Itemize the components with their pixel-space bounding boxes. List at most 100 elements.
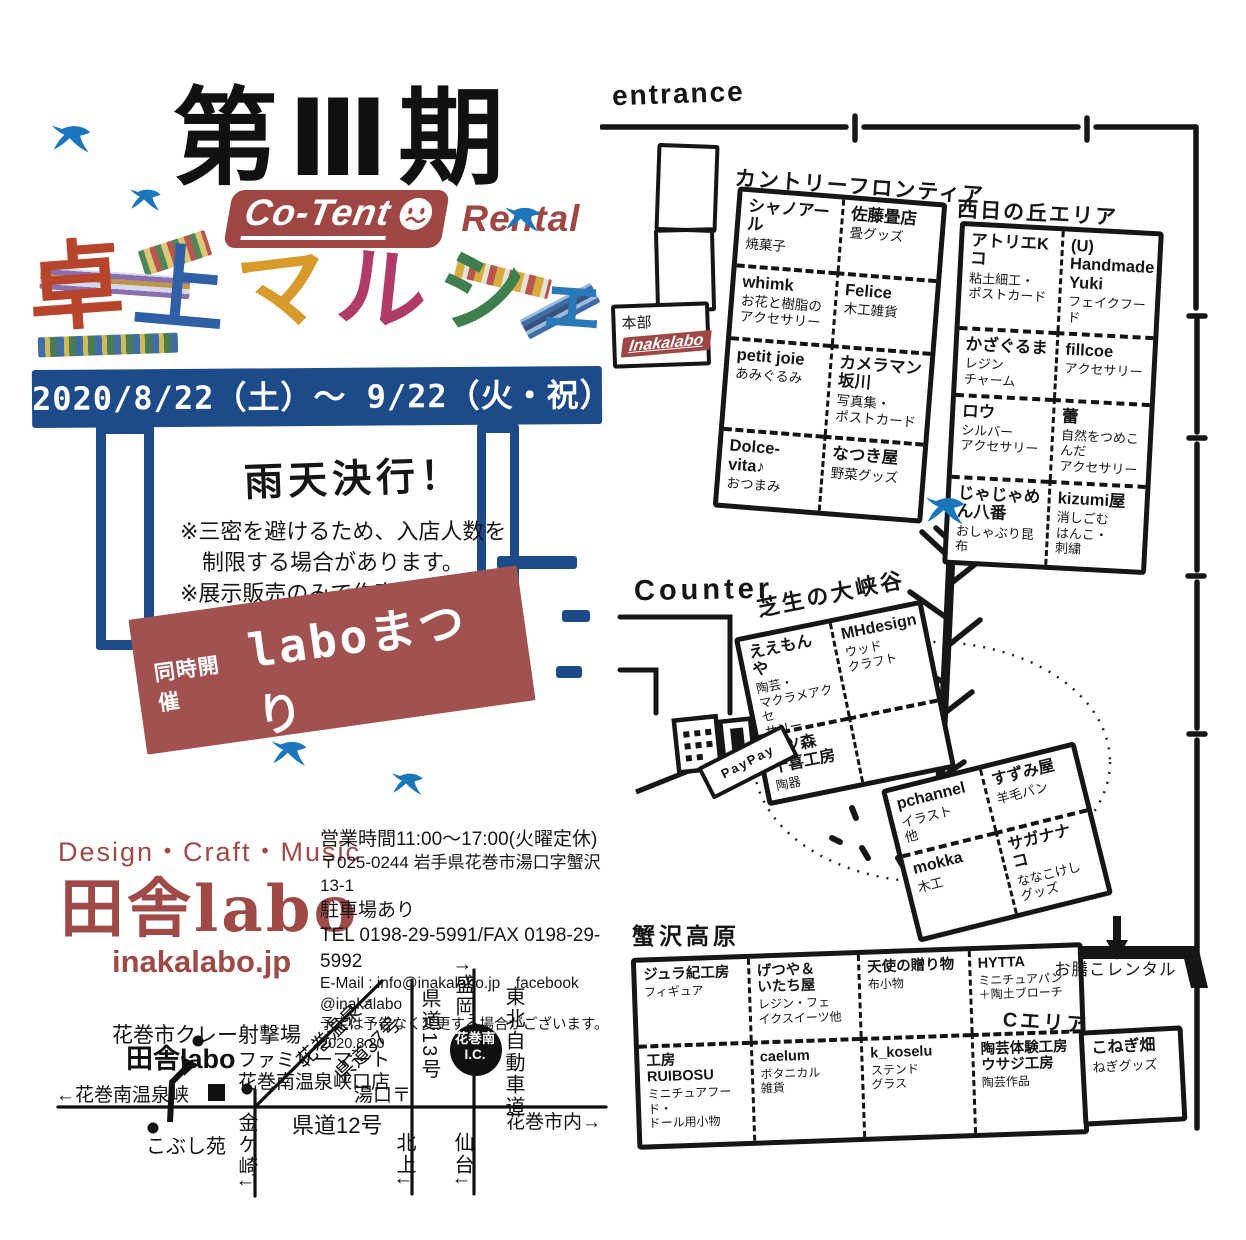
road-label-inaka_map_logo: 田舎labo (126, 1044, 236, 1074)
collage-char: マ (231, 235, 333, 347)
inaka-labo-building (208, 1084, 225, 1101)
booth-rect (654, 142, 720, 234)
vendor-desc: お花と樹脂の アクセサリー (739, 292, 823, 331)
term-title: 第Ⅲ期 (172, 80, 515, 198)
vendor-name: ジュラ紀工房 (643, 964, 730, 984)
road-label-kendo12: 県道12号 (292, 1113, 383, 1138)
vendor-name: k_koselu (869, 1043, 933, 1062)
vendor-desc: 布小物 (867, 976, 905, 992)
vendor-cell: げつや＆ いたち屋レジン・フェ イクスイーツ他 (746, 955, 860, 1041)
vendor-desc: アクセサリー (1064, 360, 1143, 380)
vendor-desc: レジン・フェ イクスイーツ他 (757, 995, 842, 1027)
vendor-cell: かざぐるまレジン チャーム (956, 325, 1057, 398)
vendor-desc: ミニチュアフード・ ドール用小物 (647, 1084, 732, 1131)
vendor-cell: カメラマン坂川写真集・ ポストカード (823, 343, 931, 443)
road-label-kendo13: 県道13号 (418, 988, 440, 1081)
vendor-name: 陶芸体験工房 ウサジ工房 (980, 1038, 1068, 1074)
bird-icon (392, 772, 424, 801)
shop-info: 営業時間11:00～17:00(火曜定休)〒025-0244 岩手県花巻市湯口字… (320, 827, 625, 1055)
collage-char: シ (433, 237, 532, 345)
vendor-cell: kizumi屋消しごむ はんこ・ 刺繍 (1044, 479, 1146, 570)
vendor-name: kizumi屋 (1057, 489, 1127, 511)
vendor-desc: 陶芸作品 (981, 1074, 1031, 1091)
event-date-band: 2020/8/22（土）～ 9/22（火・祝） (31, 366, 613, 428)
co-tent-label: Co-Tent (240, 192, 395, 240)
vendor-desc: レジン チャーム (963, 355, 1016, 389)
ozenko-rental-label: お膳こレンタル (1054, 961, 1177, 979)
vendor-name: カメラマン坂川 (837, 353, 923, 393)
vendor-desc: 写真集・ ポストカード (834, 392, 917, 430)
shop-info-line: E-Mail : info@inakalabo.jp facebook @ina… (320, 975, 579, 1014)
bird-icon (926, 496, 966, 531)
vendor-desc (860, 711, 933, 726)
vendor-name: caelum (759, 1047, 811, 1066)
vendor-desc: 粘土細工・ ポストカード (967, 270, 1047, 305)
vendor-cell: 陶芸体験工房 ウサジ工房陶芸作品 (970, 1029, 1085, 1134)
caution-note-line: ※三密を避けるため、入店人数を (180, 519, 507, 544)
bird-icon (52, 124, 92, 159)
bird-icon (272, 740, 308, 772)
road-label-clay_range: 花巻市クレー射撃場 (112, 1024, 301, 1047)
road-label-famima: ファミリーマート 花巻南温泉峡口店 (238, 1050, 391, 1093)
vendor-name: アトリエKコ (969, 231, 1050, 269)
vendor-desc: 消しごむ はんこ・ 刺繍 (1054, 509, 1110, 557)
ic-circle (450, 1024, 502, 1076)
road-label-tohoku_expwy: 東北自動車道 (502, 986, 524, 1118)
vendor-name: 蕾 (1061, 407, 1080, 426)
co-tent-badge: Co-Tent (222, 190, 451, 248)
area-box-c-area: こねぎ畑ねぎグッズ (1078, 1025, 1188, 1127)
vendor-cell: なつき屋野菜グッズ (817, 435, 924, 519)
website-url: inakalabo.jp (112, 944, 292, 979)
table-mark (562, 610, 590, 622)
vendor-desc: おしゃぶり昆布 (954, 522, 1035, 554)
area-label-c-area: Cエリア (1002, 1008, 1090, 1037)
shop-info-line: 駐車場あり (320, 899, 416, 921)
vendor-cell: Dolce- vita♪おつまみ (718, 427, 824, 511)
vendor-name: ロウ (961, 401, 996, 422)
vendor-name (859, 709, 932, 724)
hq-booth: 本部 Inakalabo (610, 301, 712, 369)
vendor-name: じゃじゃめん八番 (956, 483, 1041, 523)
vendor-cell: 佐藤畳店畳グッズ (836, 199, 942, 279)
famima-dot (241, 1083, 253, 1095)
road-label-kanegasaki: 金ケ崎↓ (235, 1112, 257, 1190)
vendor-cell: ロウシルバー アクセサリー (951, 392, 1054, 480)
collage-char: ェ (535, 259, 611, 343)
vendor-cell: 天使の贈り物布小物 (856, 951, 971, 1037)
co-tent-rental-logo: Co-Tent Rental (222, 190, 580, 248)
table-rail (497, 556, 577, 569)
caution-note-line: 制限する場合があります。 (180, 550, 464, 576)
vendor-desc: ステンド グラス (870, 1062, 920, 1092)
shop-info-line: 営業時間11:00～17:00(火曜定休) (320, 829, 598, 850)
tagline: Design・Craft・Music (58, 837, 362, 867)
counter-label: Counter (633, 572, 774, 608)
road-label-kobushien: こぶし苑 (146, 1136, 226, 1158)
vendor-name: げつや＆ いたち屋 (756, 961, 816, 996)
table-leg-left (96, 424, 154, 650)
down-arrow-icon (1106, 916, 1128, 960)
vendor-cell: こねぎ畑ねぎグッズ (1084, 1031, 1182, 1122)
road-label-morioka: ↑盛岡 (452, 962, 474, 1018)
location-arrowhead (181, 1056, 197, 1076)
entrance-label: entrance (611, 75, 746, 112)
road-label-yuguchi: 湯口〒 (354, 1085, 412, 1106)
collage-char: ル (332, 236, 433, 346)
vendor-name: シャノアール (746, 197, 831, 235)
table-mark (556, 666, 582, 678)
collage-char: 上 (130, 235, 231, 345)
hq-inakalabo-logo: Inakalabo (620, 329, 712, 358)
location-arrow (167, 1064, 190, 1123)
bird-icon (130, 188, 162, 217)
road-label-kitakami: 北上↓ (393, 1132, 415, 1188)
vendor-name: 工房 RUIBOSU (646, 1052, 715, 1086)
inaka-labo-logo: 田舎labo (60, 872, 360, 947)
